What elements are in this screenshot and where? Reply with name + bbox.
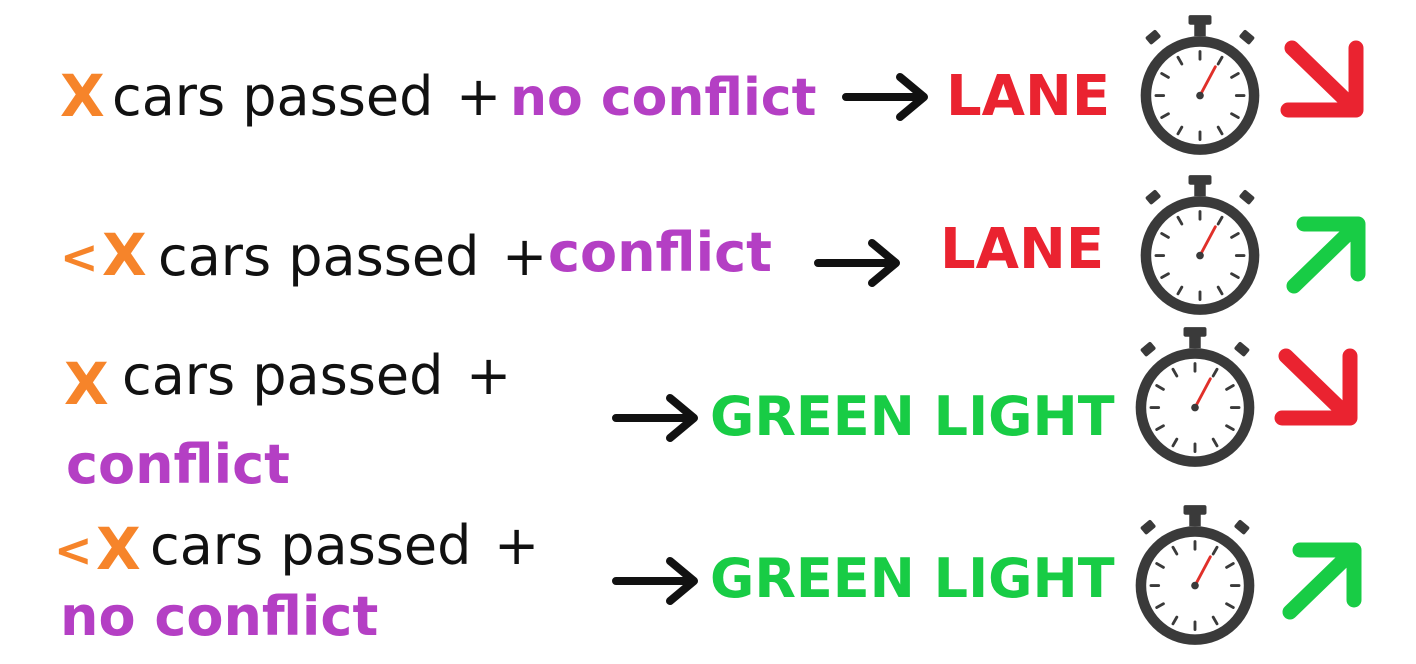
result-label: LANE (946, 64, 1111, 129)
condition-label: conflict (66, 433, 290, 496)
cars-passed-label: cars passed (112, 65, 434, 128)
right-arrow-icon (842, 72, 932, 122)
less-than-sign: < (54, 523, 93, 577)
less-than-sign: < (60, 230, 99, 284)
arrow-up-right-icon (1276, 524, 1376, 624)
arrow-down-right-icon (1278, 38, 1378, 138)
plus-sign: + (502, 225, 548, 288)
right-arrow-icon (612, 393, 702, 443)
condition-label: no conflict (510, 68, 817, 128)
x-variable: X (64, 350, 109, 418)
arrow-down-right-icon (1272, 346, 1372, 446)
result-label: GREEN LIGHT (710, 385, 1115, 448)
result-label: LANE (940, 217, 1105, 282)
stopwatch-icon (1133, 172, 1267, 318)
stopwatch-icon (1128, 502, 1262, 648)
stopwatch-icon (1133, 12, 1267, 158)
cars-passed-label: cars passed (158, 225, 480, 288)
x-variable: X (102, 221, 147, 289)
x-variable: X (96, 515, 141, 583)
cars-passed-label: cars passed (150, 514, 472, 577)
right-arrow-icon (612, 556, 702, 606)
plus-sign: + (456, 65, 502, 128)
condition-label: no conflict (60, 585, 379, 648)
x-variable: X (60, 62, 105, 130)
condition-label: conflict (548, 221, 772, 284)
plus-sign: + (466, 344, 512, 407)
cars-passed-label: cars passed (122, 344, 444, 407)
arrow-up-right-icon (1280, 198, 1380, 298)
right-arrow-icon (814, 238, 904, 288)
plus-sign: + (494, 514, 540, 577)
stopwatch-icon (1128, 324, 1262, 470)
result-label: GREEN LIGHT (710, 547, 1115, 610)
